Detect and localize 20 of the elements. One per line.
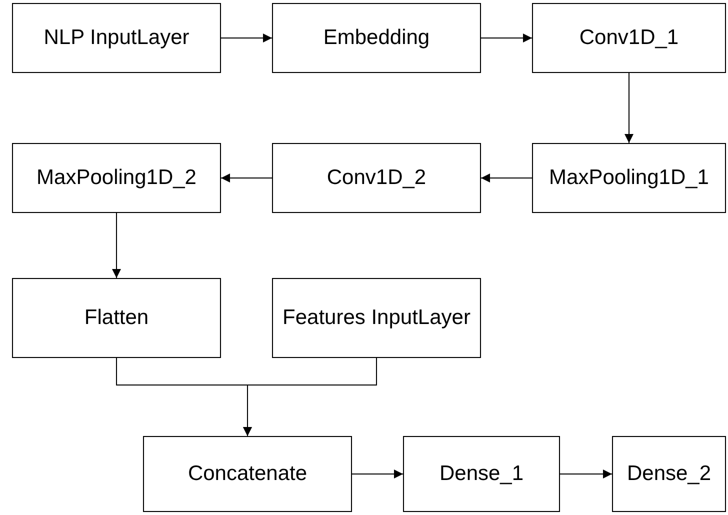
layer-box: MaxPooling1D_2 [12, 143, 221, 213]
arrow [220, 34, 272, 42]
layer-box: Features InputLayer [272, 278, 481, 358]
layer-box: NLP InputLayer [12, 3, 221, 73]
arrow [220, 174, 272, 182]
arrow [480, 34, 532, 42]
arrow [480, 174, 532, 182]
layer-box: Conv1D_1 [532, 3, 726, 73]
layer-box: Flatten [12, 278, 221, 358]
layer-box: Dense_2 [612, 436, 726, 512]
arrow [624, 72, 634, 144]
layer-box: Dense_1 [403, 436, 560, 512]
arrow [352, 470, 404, 478]
arrow [560, 470, 612, 478]
layer-box: Concatenate [143, 436, 352, 512]
arrow [243, 358, 377, 436]
layer-box: Embedding [272, 3, 481, 73]
layer-box: MaxPooling1D_1 [532, 143, 726, 213]
arrow [112, 212, 121, 278]
layer-box: Conv1D_2 [272, 143, 481, 213]
